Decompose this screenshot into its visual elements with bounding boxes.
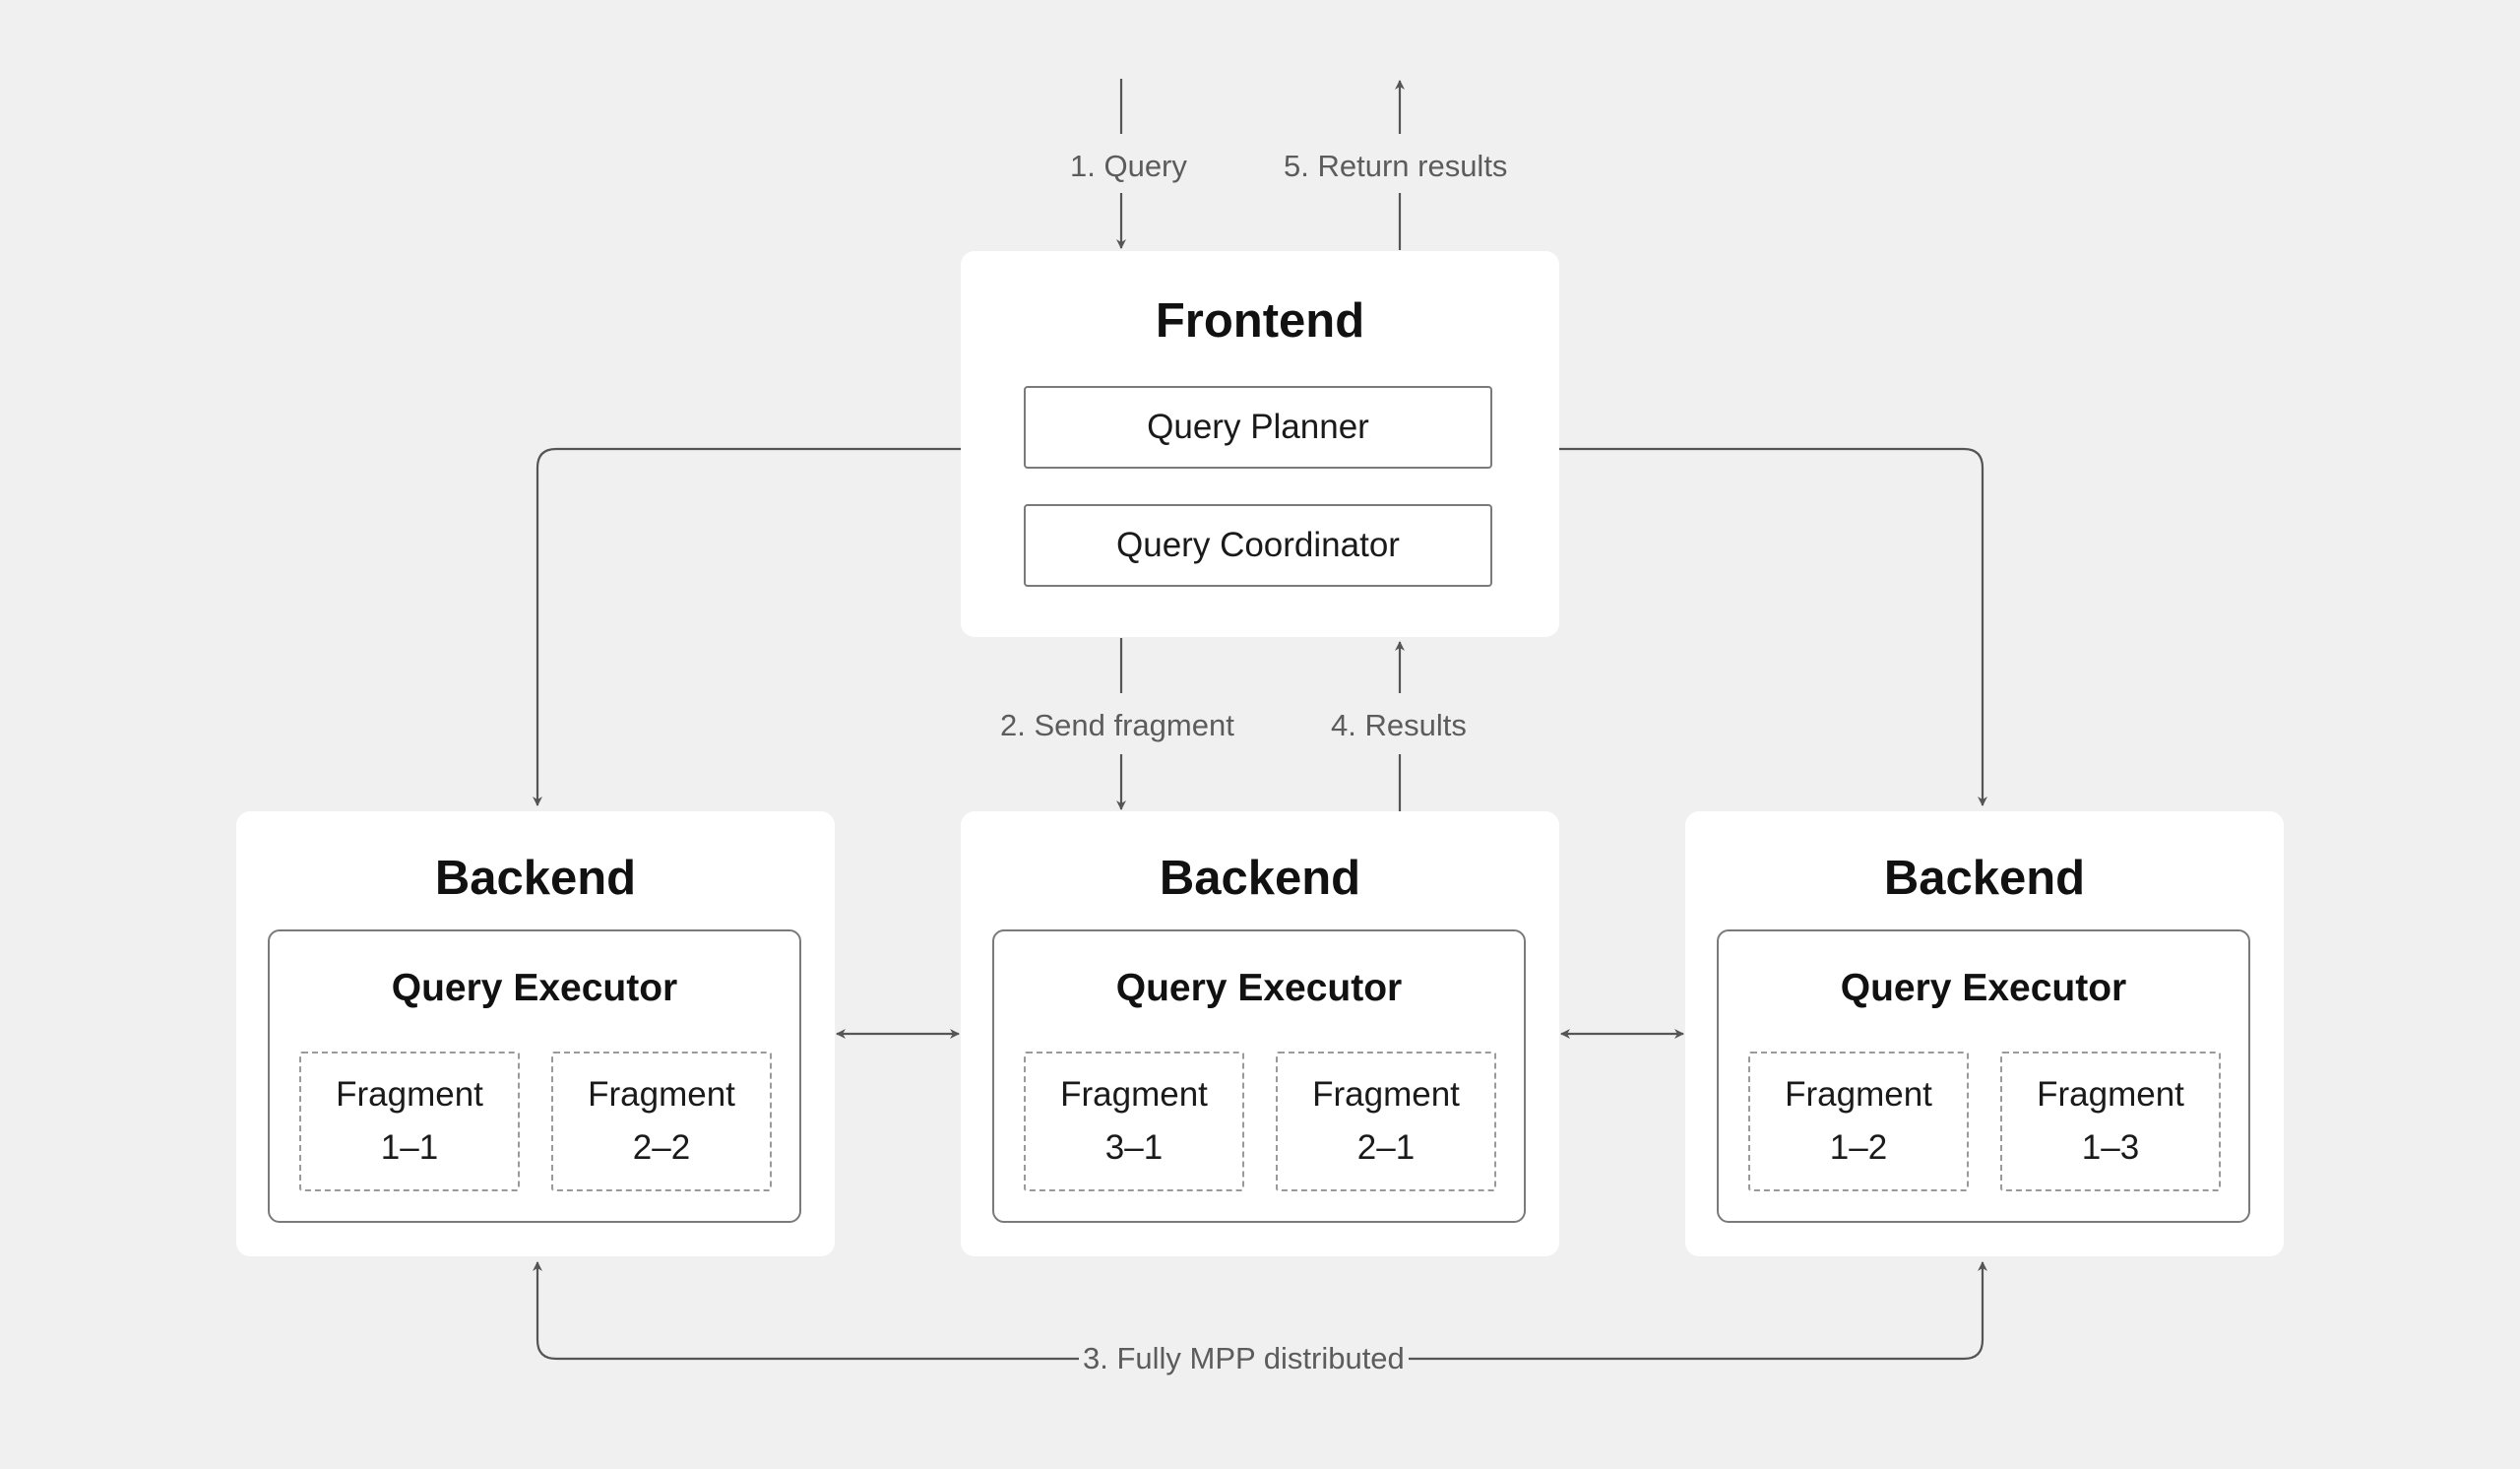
fragment-id: 2–2	[632, 1128, 691, 1167]
fragment-box: Fragment 1–1	[299, 1052, 520, 1191]
fragment-word: Fragment	[1785, 1075, 1932, 1114]
query-executor-title: Query Executor	[391, 967, 678, 1009]
fragment-box: Fragment 1–3	[2000, 1052, 2221, 1191]
backend-title: Backend	[434, 852, 637, 905]
frontend-to-left-backend-connector	[533, 447, 961, 806]
mpp-step-label: 3. Fully MPP distributed	[1079, 1343, 1409, 1373]
query-executor-title: Query Executor	[1840, 967, 2127, 1009]
query-executor-left: Query Executor Fragment 1–1 Fragment 2–2	[268, 929, 801, 1223]
send-fragment-step-label: 2. Send fragment	[996, 710, 1238, 740]
backend-title: Backend	[1883, 852, 2086, 905]
fragment-word: Fragment	[1060, 1075, 1208, 1114]
fragment-word: Fragment	[1312, 1075, 1460, 1114]
backend-title: Backend	[1159, 852, 1361, 905]
return-results-step-label: 5. Return results	[1280, 151, 1512, 181]
fragment-box: Fragment 2–1	[1276, 1052, 1496, 1191]
query-executor-title: Query Executor	[1115, 967, 1403, 1009]
results-step-label: 4. Results	[1327, 710, 1471, 740]
query-executor-middle: Query Executor Fragment 3–1 Fragment 2–1	[992, 929, 1526, 1223]
frontend-to-right-backend-connector	[1559, 447, 1987, 806]
query-executor-right: Query Executor Fragment 1–2 Fragment 1–3	[1717, 929, 2250, 1223]
fragment-box: Fragment 2–2	[551, 1052, 772, 1191]
fragment-word: Fragment	[2037, 1075, 2184, 1114]
fragment-id: 1–1	[380, 1128, 439, 1167]
fragment-id: 2–1	[1356, 1128, 1416, 1167]
fragment-word: Fragment	[336, 1075, 483, 1114]
fragment-id: 3–1	[1104, 1128, 1164, 1167]
fragment-box: Fragment 3–1	[1024, 1052, 1244, 1191]
fragment-word: Fragment	[588, 1075, 735, 1114]
fragment-box: Fragment 1–2	[1748, 1052, 1969, 1191]
fragment-id: 1–2	[1829, 1128, 1888, 1167]
query-step-label: 1. Query	[1066, 151, 1191, 181]
frontend-title: Frontend	[1155, 294, 1365, 348]
fragment-id: 1–3	[2081, 1128, 2140, 1167]
query-coordinator-box: Query Coordinator	[1024, 504, 1492, 587]
query-planner-box: Query Planner	[1024, 386, 1492, 469]
